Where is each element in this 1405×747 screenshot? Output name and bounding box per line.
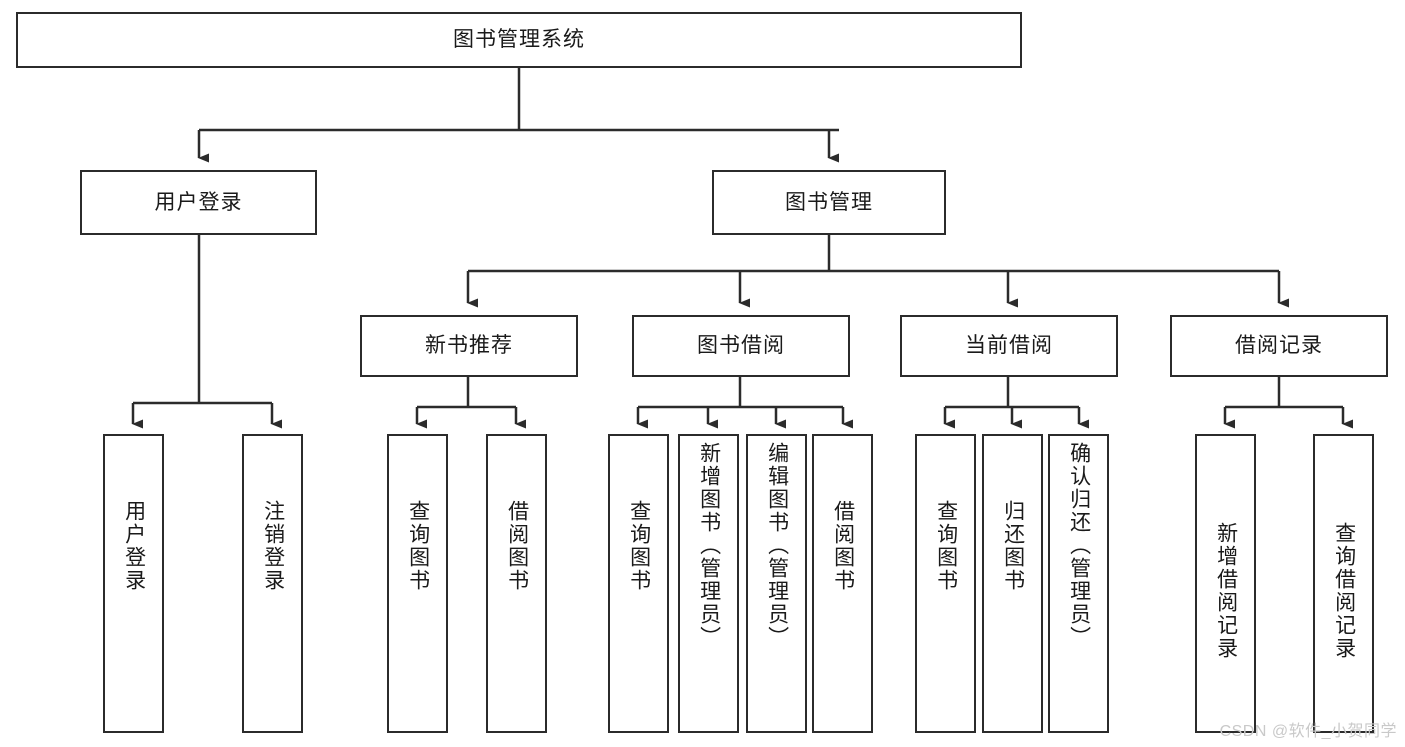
leaf-book-borrow-edit[interactable]: 编辑图书（管理员）	[746, 434, 807, 733]
node-root-label: 图书管理系统	[453, 28, 585, 52]
leaf-label: 新增借阅记录	[1214, 522, 1238, 660]
node-borrow-record-label: 借阅记录	[1235, 334, 1323, 358]
node-current-borrow[interactable]: 当前借阅	[900, 315, 1118, 377]
leaf-label: 借阅图书	[831, 500, 855, 592]
leaf-current-borrow-return[interactable]: 归还图书	[982, 434, 1043, 733]
leaf-book-borrow-add[interactable]: 新增图书（管理员）	[678, 434, 739, 733]
node-new-book-recommend[interactable]: 新书推荐	[360, 315, 578, 377]
node-new-book-recommend-label: 新书推荐	[425, 334, 513, 358]
node-root[interactable]: 图书管理系统	[16, 12, 1022, 68]
leaf-label: 查询图书	[406, 500, 430, 592]
leaf-user-login-login[interactable]: 用户登录	[103, 434, 164, 733]
node-borrow-record[interactable]: 借阅记录	[1170, 315, 1388, 377]
node-user-login-label: 用户登录	[154, 190, 243, 214]
leaf-borrow-record-query[interactable]: 查询借阅记录	[1313, 434, 1374, 733]
leaf-label: 编辑图书（管理员）	[765, 442, 789, 649]
leaf-book-borrow-borrow[interactable]: 借阅图书	[812, 434, 873, 733]
leaf-current-borrow-confirm[interactable]: 确认归还（管理员）	[1048, 434, 1109, 733]
leaf-borrow-record-add[interactable]: 新增借阅记录	[1195, 434, 1256, 733]
node-current-borrow-label: 当前借阅	[965, 334, 1053, 358]
leaf-label: 用户登录	[122, 500, 146, 592]
node-book-management[interactable]: 图书管理	[712, 170, 946, 235]
node-book-management-label: 图书管理	[785, 190, 873, 214]
node-book-borrow-label: 图书借阅	[697, 334, 785, 358]
leaf-label: 注销登录	[261, 500, 285, 592]
leaf-label: 查询图书	[627, 500, 651, 592]
leaf-label: 借阅图书	[505, 500, 529, 592]
leaf-new-book-query[interactable]: 查询图书	[387, 434, 448, 733]
leaf-label: 归还图书	[1001, 500, 1025, 592]
leaf-label: 新增图书（管理员）	[697, 442, 721, 649]
node-user-login[interactable]: 用户登录	[80, 170, 317, 235]
leaf-label: 查询图书	[934, 500, 958, 592]
watermark: CSDN @软件_小贺同学	[1219, 723, 1397, 740]
leaf-new-book-borrow[interactable]: 借阅图书	[486, 434, 547, 733]
leaf-label: 确认归还（管理员）	[1067, 442, 1091, 649]
leaf-book-borrow-query[interactable]: 查询图书	[608, 434, 669, 733]
leaf-user-login-logout[interactable]: 注销登录	[242, 434, 303, 733]
leaf-current-borrow-query[interactable]: 查询图书	[915, 434, 976, 733]
node-book-borrow[interactable]: 图书借阅	[632, 315, 850, 377]
leaf-label: 查询借阅记录	[1332, 522, 1356, 660]
